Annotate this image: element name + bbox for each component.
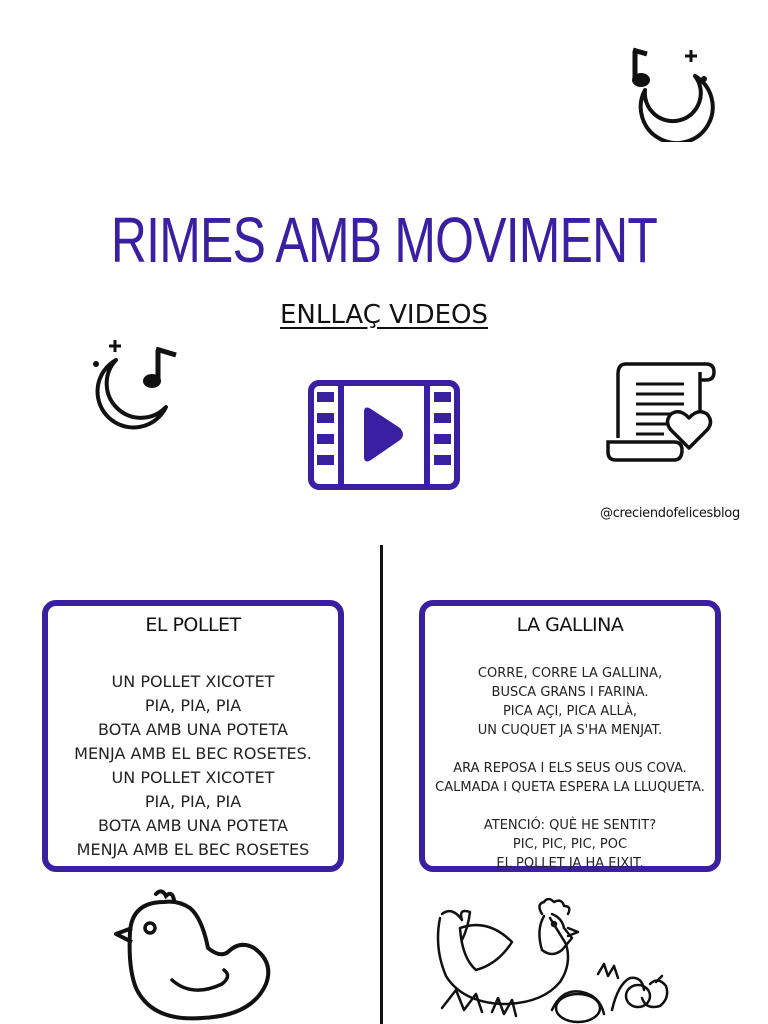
scroll-heart-icon xyxy=(606,362,716,462)
poem-line: EL POLLET JA HA EIXIT. xyxy=(496,856,644,871)
videos-link[interactable]: ENLLAÇ VIDEOS xyxy=(279,300,489,330)
blog-handle: @creciendofelicesblog xyxy=(600,506,740,521)
poem-line: ATENCIÓ: QUÈ HE SENTIT? xyxy=(483,818,657,833)
poem-line: PICA AÇI, PICA ALLÀ, xyxy=(502,704,638,719)
moon-music-icon xyxy=(93,340,177,430)
poem-line: MENJA AMB EL BEC ROSETES. xyxy=(74,744,312,763)
page-title: RIMES AMB MOVIMENT xyxy=(110,203,658,276)
poem-lines: UN POLLET XICOTET PIA, PIA, PIA BOTA AMB… xyxy=(48,670,338,862)
poem-line: PIA, PIA, PIA xyxy=(144,696,242,715)
moon-music-icon xyxy=(632,47,715,142)
poem-line: BOTA AMB UNA POTETA xyxy=(98,720,288,739)
poem-line: BUSCA GRANS I FARINA. xyxy=(491,685,649,700)
poem-line: BOTA AMB UNA POTETA xyxy=(98,816,288,835)
poem-line: CALMADA I QUETA ESPERA LA LLUQUETA. xyxy=(435,780,705,795)
poem-line: PIA, PIA, PIA xyxy=(144,792,242,811)
poem-lines: CORRE, CORRE LA GALLINA, BUSCA GRANS I F… xyxy=(425,664,715,873)
poem-line: ARA REPOSA I ELS SEUS OUS COVA. xyxy=(453,761,687,776)
poem-line: UN POLLET XICOTET xyxy=(111,768,275,787)
video-play-icon[interactable] xyxy=(308,380,460,490)
column-divider xyxy=(380,545,383,1024)
poem-line: UN POLLET XICOTET xyxy=(111,672,275,691)
stanza-gap xyxy=(425,740,715,759)
chick-illustration xyxy=(114,889,271,1021)
card-title: EL POLLET xyxy=(145,614,241,636)
poem-line: MENJA AMB EL BEC ROSETES xyxy=(76,840,310,859)
poem-line: CORRE, CORRE LA GALLINA, xyxy=(477,666,663,681)
stanza-gap xyxy=(425,797,715,816)
hen-illustration xyxy=(436,898,669,1024)
poem-line: PIC, PIC, PIC, POC xyxy=(512,837,628,852)
poem-card-pollet: EL POLLET UN POLLET XICOTET PIA, PIA, PI… xyxy=(42,600,344,872)
poem-line: UN CUQUET JA S'HA MENJAT. xyxy=(477,723,663,738)
card-title: LA GALLINA xyxy=(516,614,624,636)
poem-card-gallina: LA GALLINA CORRE, CORRE LA GALLINA, BUSC… xyxy=(419,600,721,872)
